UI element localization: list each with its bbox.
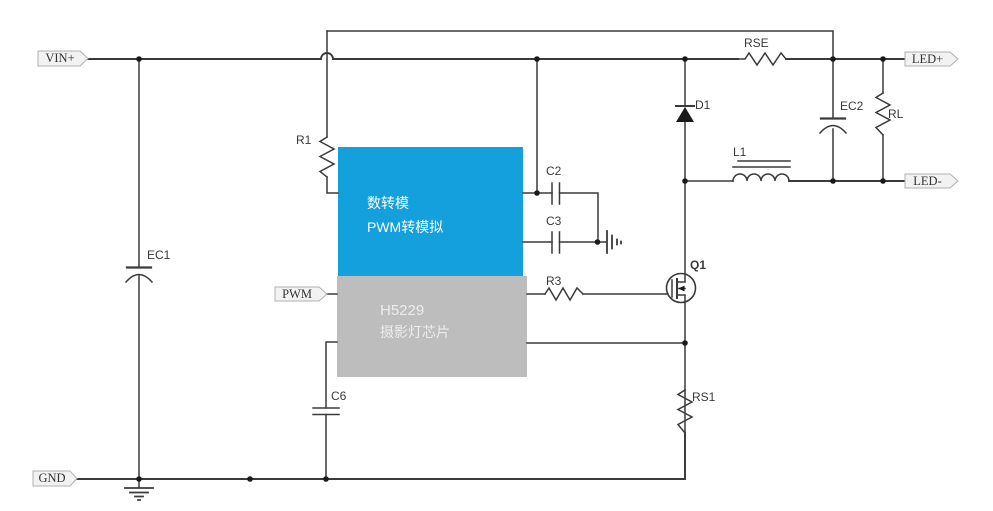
label-r3: R3 [546,274,562,288]
terminal-label-gnd: GND [38,471,66,485]
label-l1: L1 [733,145,747,159]
chip-description: 摄影灯芯片 [380,324,450,340]
terminal-led-minus [904,173,959,189]
ground-symbol-c3 [606,230,622,254]
resistor-rs1-symbol [676,388,694,436]
terminal-label-led-plus: LED+ [911,52,944,66]
terminal-vin-plus [37,50,89,67]
capacitor-ec1-symbol [124,266,154,284]
label-c6: C6 [331,389,347,403]
resistor-r1-symbol [318,135,336,179]
label-q1: Q1 [690,258,707,272]
terminal-pwm [274,286,328,302]
wire-r1-branch [326,30,339,194]
terminal-gnd [32,470,78,487]
label-r1: R1 [296,133,312,147]
wire-c6-branch [325,341,338,480]
capacitor-c2-symbol [551,182,561,205]
wire-gnd-rail [76,432,686,480]
label-ec1: EC1 [147,248,171,262]
label-c3: C3 [546,214,562,228]
mosfet-q1-symbol [665,272,697,304]
dac-block-line1: 数转模 [367,195,409,211]
terminal-label-vin-plus: VIN+ [45,51,75,65]
wire-top-rail [326,30,834,60]
label-rse: RSE [744,36,769,50]
label-d1: D1 [695,98,711,112]
terminal-led-plus [904,51,959,67]
inductor-l1-symbol [732,160,791,182]
dac-block-line2: PWM转模拟 [367,219,444,235]
resistor-rse-symbol [737,51,788,67]
capacitor-ec2-symbol [818,117,848,135]
diode-d1-symbol [675,105,695,122]
dac-function-block: 数转模 PWM转模拟 [338,147,523,276]
capacitor-c6-symbol [312,407,340,416]
label-ec2: EC2 [840,99,864,113]
terminal-label-pwm: PWM [282,287,312,301]
resistor-rl-symbol [874,91,892,137]
resistor-r3-symbol [543,286,585,302]
label-rs1: RS1 [692,390,716,404]
capacitor-c3-symbol [551,231,561,254]
chip-part-number: H5229 [380,302,425,319]
junction-dots [136,56,886,482]
terminal-label-led-minus: LED- [913,174,942,188]
label-c2: C2 [546,164,562,178]
label-rl: RL [888,107,904,121]
h5229-chip-block: H5229 摄影灯芯片 [337,276,527,377]
ground-symbol-main [124,478,154,501]
